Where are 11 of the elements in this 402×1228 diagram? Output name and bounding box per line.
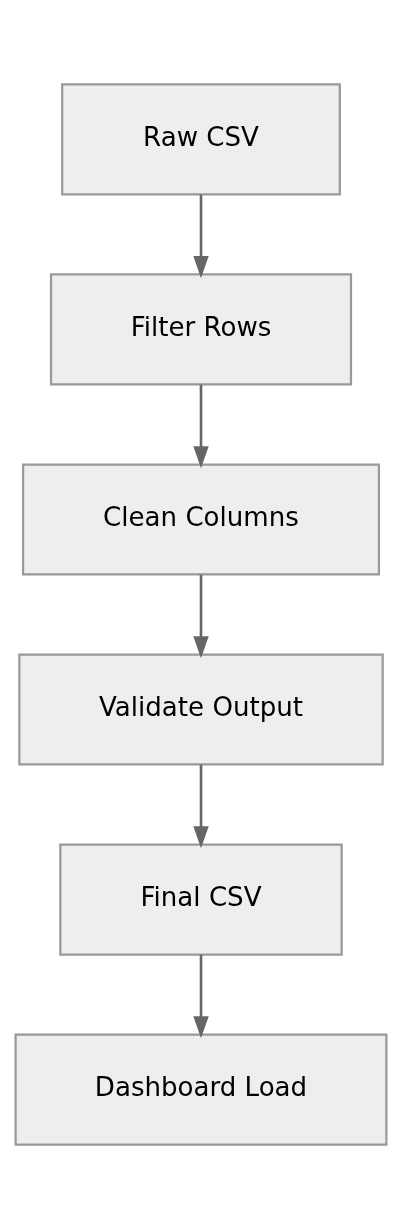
arrow <box>193 384 209 468</box>
node-box: Final CSV <box>59 842 343 956</box>
node-box: Filter Rows <box>49 272 353 386</box>
node-box: Validate Output <box>18 652 384 766</box>
arrow <box>193 764 209 848</box>
node-box: Dashboard Load <box>14 1033 388 1146</box>
node-box: Raw CSV <box>61 82 341 195</box>
arrow <box>193 954 209 1038</box>
node-box: Clean Columns <box>21 462 381 576</box>
arrow <box>193 574 209 658</box>
arrow <box>193 194 209 278</box>
